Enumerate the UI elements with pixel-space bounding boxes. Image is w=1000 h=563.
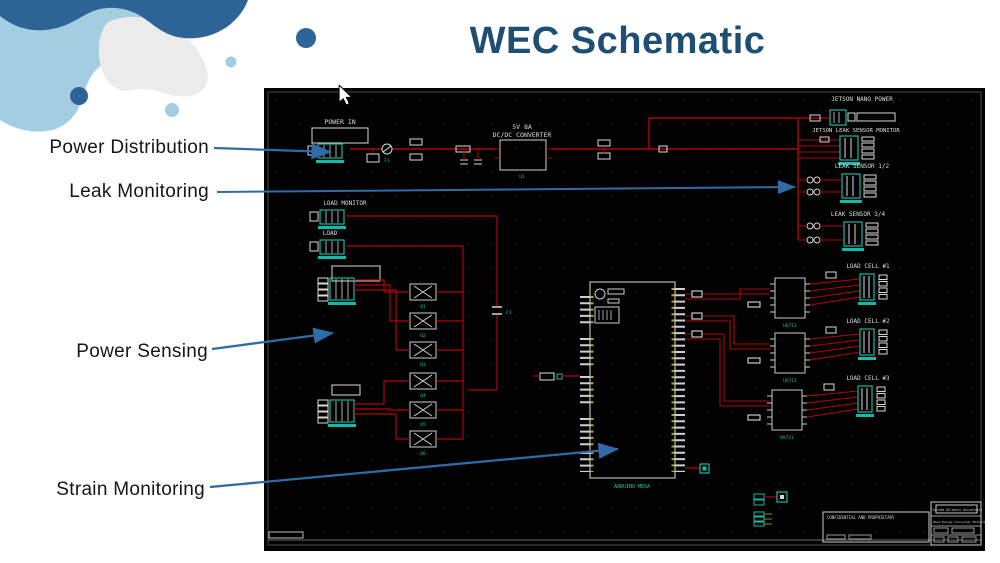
leak-sensor-34: LEAK SENSOR 3/4: [798, 211, 886, 252]
confidential-box: [822, 511, 930, 543]
amp-label: HX711: [783, 323, 797, 329]
mcu-usb-icon: [594, 306, 620, 324]
dot-dark-small: [70, 87, 88, 105]
jetson-power-connector: JETSON NANO POWER: [798, 96, 896, 126]
mosfet-ref: Q6: [420, 451, 426, 457]
cap-ref: C1: [506, 310, 512, 316]
load-cell-2: LOAD CELL #2 HX711: [769, 318, 890, 384]
amp-label: HX711: [780, 435, 794, 441]
load-monitor-wires: [346, 215, 498, 440]
title-block-frame: [930, 501, 982, 546]
mcu: ARDUINO MEGA: [534, 281, 710, 490]
callout-label: Strain Monitoring: [56, 479, 205, 500]
mcu-label: ARDUINO MEGA: [614, 484, 650, 490]
callout-power-sensing: Power Sensing: [0, 341, 208, 363]
leak-bus: [648, 117, 799, 240]
callout-power-distribution: Power Distribution: [0, 137, 209, 159]
sheet-border: [267, 91, 982, 546]
org-text: Florida Atlantic University: [931, 508, 983, 512]
callout-label: Power Sensing: [76, 341, 208, 362]
dcdc-converter: 5V 8A DC/DC CONVERTER U1: [493, 123, 668, 180]
load-cell-3: LOAD CELL #3 HX711: [766, 375, 890, 441]
power-in-label: POWER IN: [324, 118, 355, 126]
converter-ref: U1: [519, 174, 525, 180]
page-title: WEC Schematic: [469, 20, 766, 62]
callout-label: Power Distribution: [49, 137, 209, 158]
confidential-text: CONFIDENTIAL AND PROPRIETARY: [827, 515, 895, 520]
mcu-body: [589, 281, 676, 479]
load-cell-2-label: LOAD CELL #2: [846, 318, 890, 325]
converter-label-2: DC/DC CONVERTER: [493, 131, 552, 139]
leak-sensor-12: LEAK SENSOR 1/2: [798, 163, 890, 204]
load-monitor-section: LOAD MONITOR LOAD: [309, 200, 381, 428]
sheet-corner-box: [268, 531, 304, 539]
jetson-leak-connector: JETSON LEAK SENSOR MONITOR: [798, 128, 900, 166]
callout-label: Leak Monitoring: [69, 181, 209, 202]
fuse-ref: F1: [384, 158, 390, 164]
dot-dark-large: [296, 28, 316, 48]
mcu-crystal-icon: [594, 288, 606, 300]
load-label: LOAD: [323, 230, 338, 237]
callout-strain-monitoring: Strain Monitoring: [0, 479, 205, 501]
load-cell-1-label: LOAD CELL #1: [846, 263, 890, 270]
mosfet-ref: Q5: [420, 422, 426, 428]
dot-light-small: [225, 56, 237, 68]
load-cell-3-label: LOAD CELL #3: [846, 375, 890, 382]
trunk-capacitor: C1: [492, 306, 512, 316]
blank-box-2: [331, 384, 361, 396]
schematic-viewport[interactable]: POWER IN F1 5V 8A DC/DC CONVERTER U1: [264, 88, 993, 551]
converter-body: [499, 139, 547, 171]
blob-dark-blue: [0, 0, 248, 39]
load-monitor-label: LOAD MONITOR: [323, 200, 367, 207]
mosfet-ref: Q1: [420, 304, 426, 310]
decorative-blobs: [0, 0, 316, 132]
converter-label-1: 5V 8A: [512, 123, 532, 131]
load-cell-1: LOAD CELL #1 HX711: [769, 263, 890, 329]
leak-12-label: LEAK SENSOR 1/2: [835, 163, 890, 170]
callout-leak-monitoring: Leak Monitoring: [0, 181, 209, 203]
jetson-power-label: JETSON NANO POWER: [831, 96, 893, 103]
mosfet-ref: Q4: [420, 393, 426, 399]
dot-light-medium: [165, 103, 179, 117]
blank-box-1: [331, 265, 381, 282]
power-in-box: [311, 127, 369, 144]
mosfet-ref: Q3: [420, 362, 426, 368]
jetson-leak-label: JETSON LEAK SENSOR MONITOR: [812, 128, 900, 134]
mosfet-ref: Q2: [420, 333, 426, 339]
leak-34-label: LEAK SENSOR 3/4: [831, 211, 886, 218]
amp-label: HX711: [783, 378, 797, 384]
mcu-loadcell-wires: [685, 288, 770, 421]
misc-bottom-parts: [753, 491, 788, 527]
doc-title-text: Wave Energy Converter Motherboard: [933, 520, 985, 524]
schematic-canvas[interactable]: POWER IN F1 5V 8A DC/DC CONVERTER U1: [264, 88, 993, 551]
power-in-section: POWER IN F1: [307, 118, 798, 165]
title-block: CONFIDENTIAL AND PROPRIETARY Florida Atl…: [822, 501, 993, 546]
